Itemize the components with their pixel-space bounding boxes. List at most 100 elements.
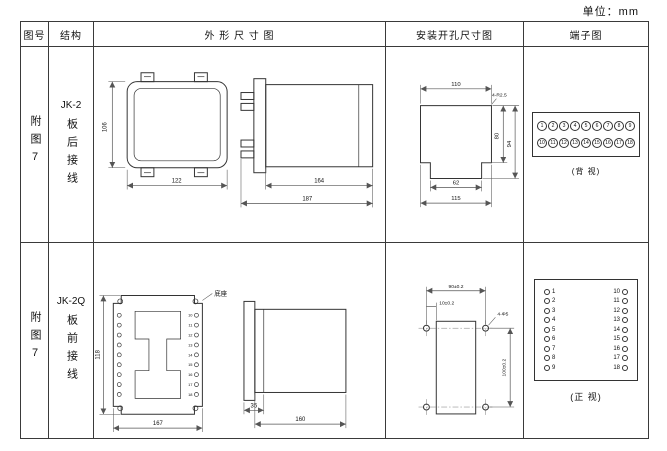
model-name: JK-2Q — [56, 295, 86, 307]
base-plate-front-view: 10 11 12 13 14 15 16 17 18 — [112, 294, 203, 415]
terminal-dot — [544, 317, 550, 323]
terminal-circle: 4 — [570, 121, 580, 131]
terminal-dot — [622, 336, 628, 342]
terminal-number: 7 — [552, 345, 556, 352]
terminal-circle: 10 — [537, 138, 547, 148]
terminal-col-left: 1 2 3 4 5 6 7 8 9 — [544, 288, 556, 371]
structure-cell: JK-2 板后接线 — [48, 46, 94, 243]
dim-side-total: 187 — [240, 158, 373, 207]
base-label: 底座 — [201, 288, 227, 301]
base-label-text: 底座 — [214, 288, 227, 297]
spec-row-jk2: 附图7 JK-2 板后接线 — [20, 46, 649, 243]
hole-label: 18 — [188, 391, 193, 396]
terminal-item: 17 — [613, 355, 628, 361]
dim-label-inner-height: 80 — [494, 132, 500, 139]
hole-label: 10 — [188, 312, 193, 317]
label-hole-size: 4-Φ5 — [487, 311, 508, 325]
terminal-dot — [544, 288, 550, 295]
terminal-number: 6 — [552, 336, 556, 342]
unit-label: 单位：mm — [582, 6, 639, 18]
dim-label-cutout-width: 110 — [451, 81, 461, 87]
dim-label-hole-span-height: 100±0.2 — [501, 358, 507, 376]
hole-label: 15 — [188, 362, 193, 367]
terminal-cell-jk2: 1 2 3 4 5 6 7 8 9 10 11 — [523, 46, 649, 243]
terminal-dot — [622, 317, 628, 323]
terminal-number: 18 — [613, 364, 620, 371]
spec-table: 图号 结构 外 形 尺 寸 图 安装开孔尺寸图 端子图 附图7 JK-2 板后接… — [20, 21, 649, 439]
terminal-number: 15 — [613, 336, 620, 342]
terminal-dot — [544, 364, 550, 371]
structure-cell: JK-2Q 板前接线 — [48, 242, 94, 439]
dim-front-width: 122 — [126, 169, 227, 190]
col-header-terminal: 端子图 — [523, 21, 649, 47]
dim-cutout-width: 110 — [419, 81, 492, 104]
terminal-col-right: 10 11 12 13 14 15 16 17 18 — [613, 288, 628, 371]
terminal-item: 13 — [613, 317, 628, 323]
terminal-circle: 1 — [537, 121, 547, 131]
dim-label-flange-depth: 35 — [250, 403, 257, 409]
corner-radius-label: 4-R2.5 — [491, 92, 506, 98]
terminal-circle: 7 — [603, 121, 613, 131]
terminal-item: 2 — [544, 298, 555, 304]
terminal-number: 13 — [613, 317, 620, 323]
terminal-row-bottom: 10 11 12 13 14 15 16 17 18 — [537, 138, 635, 148]
terminal-item: 14 — [613, 326, 628, 333]
dim-label-side-total: 187 — [302, 196, 312, 202]
terminal-view-caption: (正 视) — [570, 391, 602, 402]
hole-label: 14 — [188, 352, 193, 357]
terminal-item: 5 — [544, 326, 556, 333]
mounting-cell-jk2q: 90±0.2 10±0.2 4-Φ5 1 — [385, 242, 524, 439]
terminal-item: 3 — [544, 307, 556, 314]
dim-label-outer-height: 94 — [507, 140, 513, 147]
terminal-dot — [544, 336, 550, 342]
terminal-item: 6 — [544, 336, 555, 342]
dim-label-hole-offset: 10±0.2 — [439, 300, 454, 306]
terminal-number: 14 — [613, 326, 620, 333]
terminal-number: 3 — [552, 307, 556, 314]
terminal-item: 7 — [544, 345, 556, 352]
terminal-number: 2 — [552, 298, 556, 304]
figure-number: 附图7 — [29, 310, 41, 366]
terminal-dot — [622, 364, 628, 371]
col-header-outline: 外 形 尺 寸 图 — [93, 21, 386, 47]
terminal-circle: 2 — [548, 121, 558, 131]
col-header-figure-no: 图号 — [20, 21, 49, 47]
relay-side-view — [239, 77, 373, 173]
terminal-item: 9 — [544, 364, 555, 371]
terminal-circle: 8 — [614, 121, 624, 131]
terminal-number: 10 — [613, 288, 620, 295]
dim-body-depth: 160 — [254, 393, 346, 428]
dim-hole-span-width: 90±0.2 — [425, 283, 486, 324]
dim-plate-width: 167 — [112, 407, 203, 432]
terminal-number: 1 — [552, 288, 556, 295]
terminal-dot — [622, 355, 628, 361]
dim-label-plate-width: 167 — [152, 421, 162, 427]
terminal-circle: 13 — [570, 138, 580, 148]
outline-drawing-jk2: 106 122 — [102, 71, 373, 207]
dim-side-depth: 164 — [264, 168, 373, 190]
terminal-circle: 12 — [559, 138, 569, 148]
dim-label-hole-span-width: 90±0.2 — [448, 283, 463, 289]
terminal-dot — [622, 345, 628, 352]
dim-hole-span-height: 100±0.2 — [488, 327, 514, 407]
model-name: JK-2 — [60, 99, 82, 111]
terminal-circle: 3 — [559, 121, 569, 131]
hole-size-label: 4-Φ5 — [497, 311, 508, 317]
terminal-circle: 16 — [603, 138, 613, 148]
terminal-dot — [544, 355, 550, 361]
hole-label: 13 — [188, 342, 193, 347]
terminal-number: 5 — [552, 326, 556, 333]
col-header-structure: 结构 — [48, 21, 94, 47]
figure-no-cell: 附图7 — [20, 242, 49, 439]
dim-outer-width: 115 — [419, 164, 492, 207]
terminal-dot — [544, 307, 550, 314]
terminal-item: 12 — [613, 307, 628, 314]
figure-number: 附图7 — [29, 114, 41, 170]
spec-row-jk2q: 附图7 JK-2Q 板前接线 — [20, 242, 649, 439]
hole-label: 17 — [188, 382, 192, 387]
terminal-dot — [621, 298, 628, 304]
terminal-number: 11 — [613, 298, 620, 304]
terminal-dot — [622, 307, 628, 314]
mounting-holes — [422, 324, 489, 410]
terminal-item: 8 — [544, 355, 555, 361]
